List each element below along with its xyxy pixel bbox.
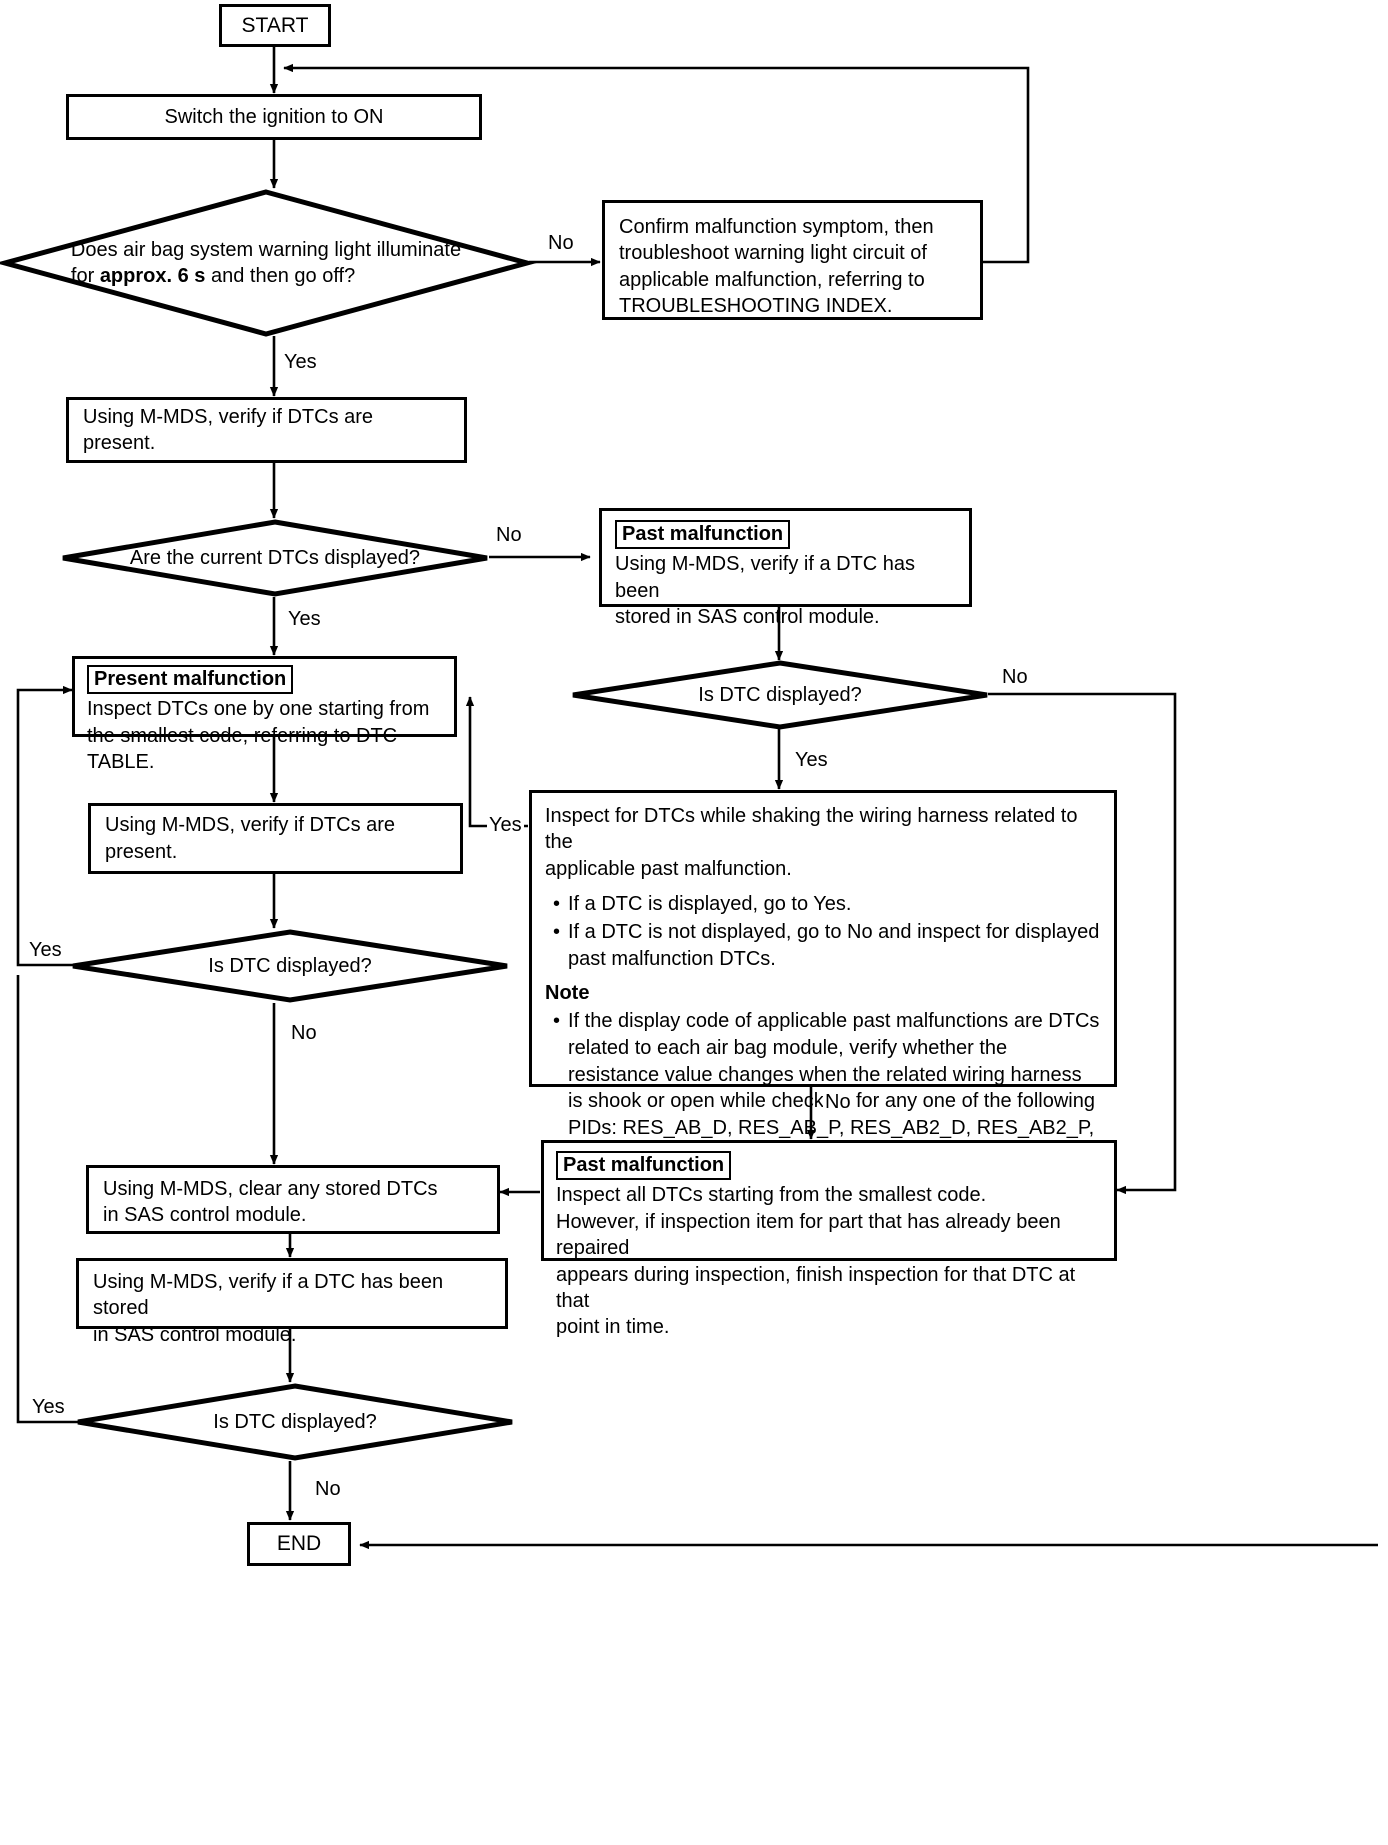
past-malfunction-1-line2: stored in SAS control module.	[615, 606, 880, 629]
warning-light-line2: for approx. 6 s and then go off?	[70, 265, 356, 287]
wire-q5-yes-loop	[16, 975, 78, 1424]
edge-label-no-dtc-q3: No	[313, 1478, 343, 1500]
current-dtcs-question-label: Are the current DTCs displayed?	[129, 547, 421, 569]
shake-bullet-list: If a DTC is displayed, go to Yes. If a D…	[545, 891, 1101, 972]
node-verify-dtcs-present-1: Using M-MDS, verify if DTCs are present.	[66, 397, 467, 463]
confirm-line4: TROUBLESHOOTING INDEX.	[619, 295, 893, 318]
past-malfunction-2-line2: However, if inspection item for part tha…	[556, 1210, 1061, 1260]
past-malfunction-2-line4: point in time.	[556, 1316, 670, 1339]
node-end: END	[247, 1522, 351, 1566]
verify-stored-line1: Using M-MDS, verify if a DTC has been st…	[93, 1271, 444, 1320]
past-malfunction-1-tag: Past malfunction	[615, 520, 791, 550]
node-past-malfunction-2: Past malfunction Inspect all DTCs starti…	[541, 1140, 1117, 1338]
is-dtc-displayed-3-label: Is DTC displayed?	[213, 1411, 377, 1433]
edge-label-no-current-dtcs: No	[494, 524, 524, 546]
start-label: START	[241, 13, 309, 37]
shake-note-heading: Note	[545, 981, 590, 1004]
clear-dtcs-line1: Using M-MDS, clear any stored DTCs	[103, 1178, 438, 1200]
verify-stored-line2: in SAS control module.	[93, 1323, 297, 1346]
edge-label-yes-warning-light: Yes	[282, 351, 319, 373]
node-confirm-symptom: Confirm malfunction symptom, then troubl…	[602, 200, 983, 320]
edge-label-yes-current-dtcs: Yes	[286, 608, 323, 630]
node-verify-dtcs-present-2: Using M-MDS, verify if DTCs are present.	[88, 803, 463, 874]
present-malfunction-line1: Inspect DTCs one by one starting from	[87, 698, 430, 721]
node-is-dtc-displayed-3: Is DTC displayed?	[75, 1383, 515, 1461]
shake-bullet-0: If a DTC is displayed, go to Yes.	[553, 891, 1101, 918]
warning-light-line1: Does air bag system warning light illumi…	[70, 239, 462, 261]
shake-line2: applicable past malfunction.	[545, 857, 792, 880]
shake-bullet-1: If a DTC is not displayed, go to No and …	[553, 919, 1101, 973]
edge-label-no-dtc-q1: No	[1000, 666, 1030, 688]
past-malfunction-2-line3: appears during inspection, finish inspec…	[556, 1263, 1076, 1312]
confirm-line1: Confirm malfunction symptom, then	[619, 216, 934, 238]
verify-dtcs-1-label: Using M-MDS, verify if DTCs are present.	[83, 405, 374, 454]
edge-label-yes-shake-left: Yes	[487, 814, 524, 836]
past-malfunction-2-tag: Past malfunction	[556, 1151, 732, 1181]
node-is-dtc-displayed-2: Is DTC displayed?	[70, 929, 510, 1003]
present-malfunction-line2: the smallest code, referring to DTC TABL…	[87, 724, 398, 774]
end-label: END	[276, 1532, 322, 1556]
edge-label-no-warning-light: No	[546, 232, 576, 254]
past-malfunction-1-line1: Using M-MDS, verify if a DTC has been	[615, 553, 916, 602]
node-start: START	[219, 4, 331, 47]
verify-dtcs-2-label: Using M-MDS, verify if DTCs are present.	[105, 814, 396, 863]
node-present-malfunction: Present malfunction Inspect DTCs one by …	[72, 656, 457, 773]
node-shake-harness: Inspect for DTCs while shaking the wirin…	[529, 790, 1117, 1166]
node-is-dtc-displayed-1: Is DTC displayed?	[570, 660, 990, 730]
node-current-dtcs-question: Are the current DTCs displayed?	[60, 519, 490, 597]
switch-ignition-label: Switch the ignition to ON	[164, 105, 384, 128]
node-past-malfunction-1: Past malfunction Using M-MDS, verify if …	[599, 508, 972, 628]
clear-dtcs-line2: in SAS control module.	[103, 1204, 307, 1227]
is-dtc-displayed-1-label: Is DTC displayed?	[698, 684, 862, 706]
edge-label-yes-dtc-q3: Yes	[30, 1396, 67, 1418]
edge-label-yes-dtc-q1: Yes	[793, 749, 830, 771]
past-malfunction-2-line1: Inspect all DTCs starting from the small…	[556, 1184, 987, 1207]
node-verify-stored-dtc: Using M-MDS, verify if a DTC has been st…	[76, 1258, 508, 1346]
node-switch-ignition: Switch the ignition to ON	[66, 94, 482, 140]
shake-line1: Inspect for DTCs while shaking the wirin…	[545, 805, 1078, 854]
is-dtc-displayed-2-label: Is DTC displayed?	[208, 955, 372, 977]
warning-light-question-label: Does air bag system warning light illumi…	[2, 189, 530, 337]
edge-label-no-dtc-q2: No	[289, 1022, 319, 1044]
edge-label-no-shake-down: No	[823, 1091, 853, 1113]
wire-shake-yes-loop	[465, 696, 528, 828]
node-clear-dtcs: Using M-MDS, clear any stored DTCs in SA…	[86, 1165, 500, 1234]
present-malfunction-tag: Present malfunction	[87, 665, 294, 695]
edge-label-yes-dtc-q2: Yes	[27, 939, 64, 961]
confirm-line2: troubleshoot warning light circuit of	[619, 242, 927, 265]
node-warning-light-question: Does air bag system warning light illumi…	[0, 189, 537, 337]
wire-q4-yes-loop	[16, 685, 73, 967]
confirm-line3: applicable malfunction, referring to	[619, 268, 925, 291]
